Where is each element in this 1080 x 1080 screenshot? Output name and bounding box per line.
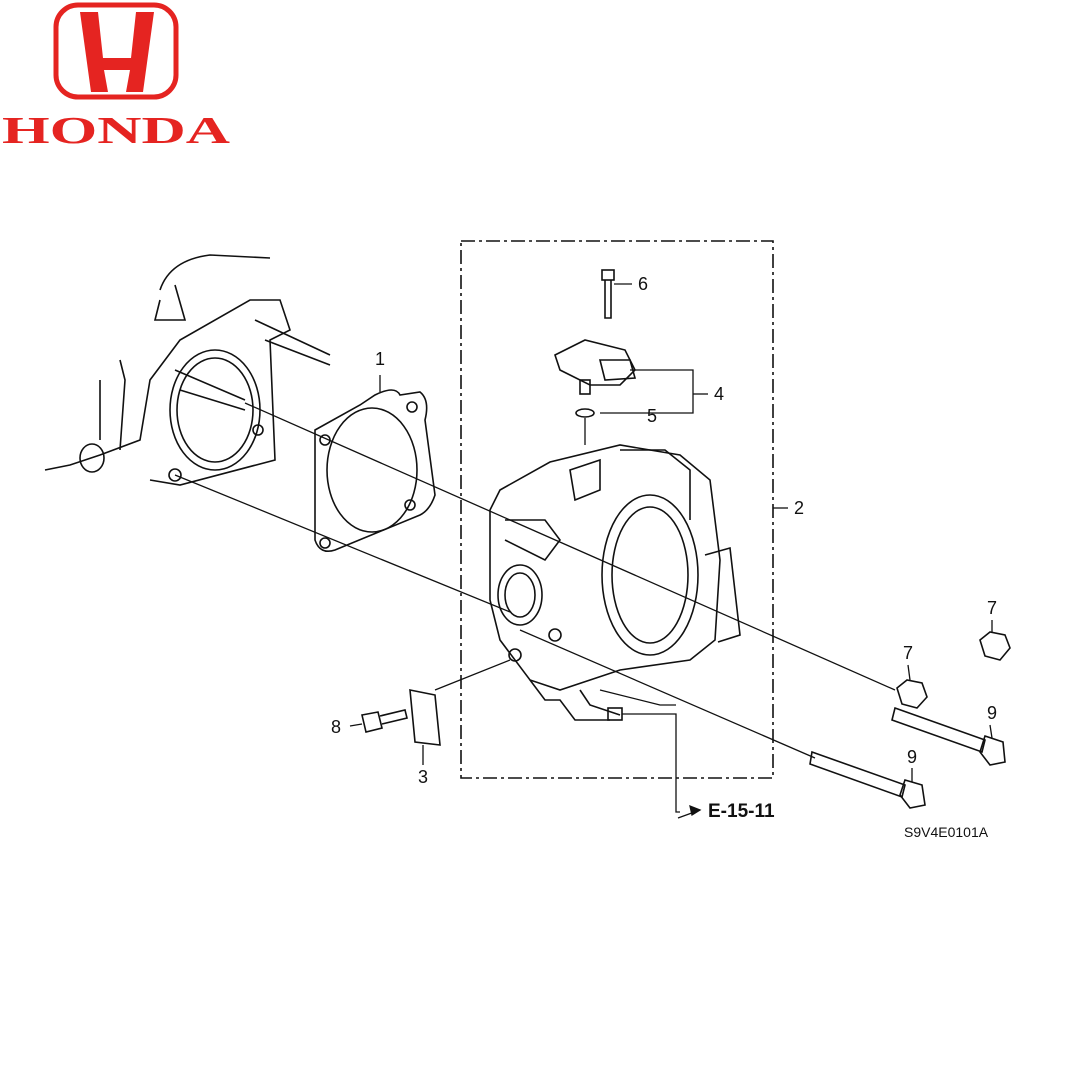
callout-6: 6 [637, 274, 649, 294]
intake-manifold [44, 254, 331, 486]
assembly-boundary [460, 240, 774, 779]
o-ring-part-5 [575, 408, 595, 418]
svg-text:HONDA: HONDA [2, 110, 231, 150]
diagram-code: S9V4E0101A [904, 824, 989, 840]
callout-8: 8 [330, 717, 342, 737]
callout-4: 4 [713, 384, 725, 404]
callout-5: 5 [646, 406, 658, 426]
section-reference-link[interactable]: E-15-11 [708, 801, 775, 822]
bracket-part-3 [409, 689, 441, 746]
nut-part-7b [896, 679, 928, 709]
throttle-body-part-2 [489, 444, 741, 721]
nut-part-7a [979, 631, 1011, 661]
screw-part-6 [601, 269, 615, 319]
callout-9b: 9 [906, 747, 918, 767]
map-sensor-part-4 [554, 339, 637, 395]
callout-7b: 7 [902, 643, 914, 663]
honda-logo: HONDA [2, 2, 231, 150]
callout-9a: 9 [986, 703, 998, 723]
callout-7a: 7 [986, 598, 998, 618]
bolt-part-9b [809, 750, 926, 809]
leader-lines [174, 283, 993, 819]
gasket-part-1 [314, 389, 436, 553]
bolt-part-9a [891, 706, 1006, 766]
callout-2: 2 [793, 498, 805, 518]
bolt-part-8 [361, 709, 408, 733]
callout-3: 3 [417, 767, 429, 787]
callout-1: 1 [374, 349, 386, 369]
